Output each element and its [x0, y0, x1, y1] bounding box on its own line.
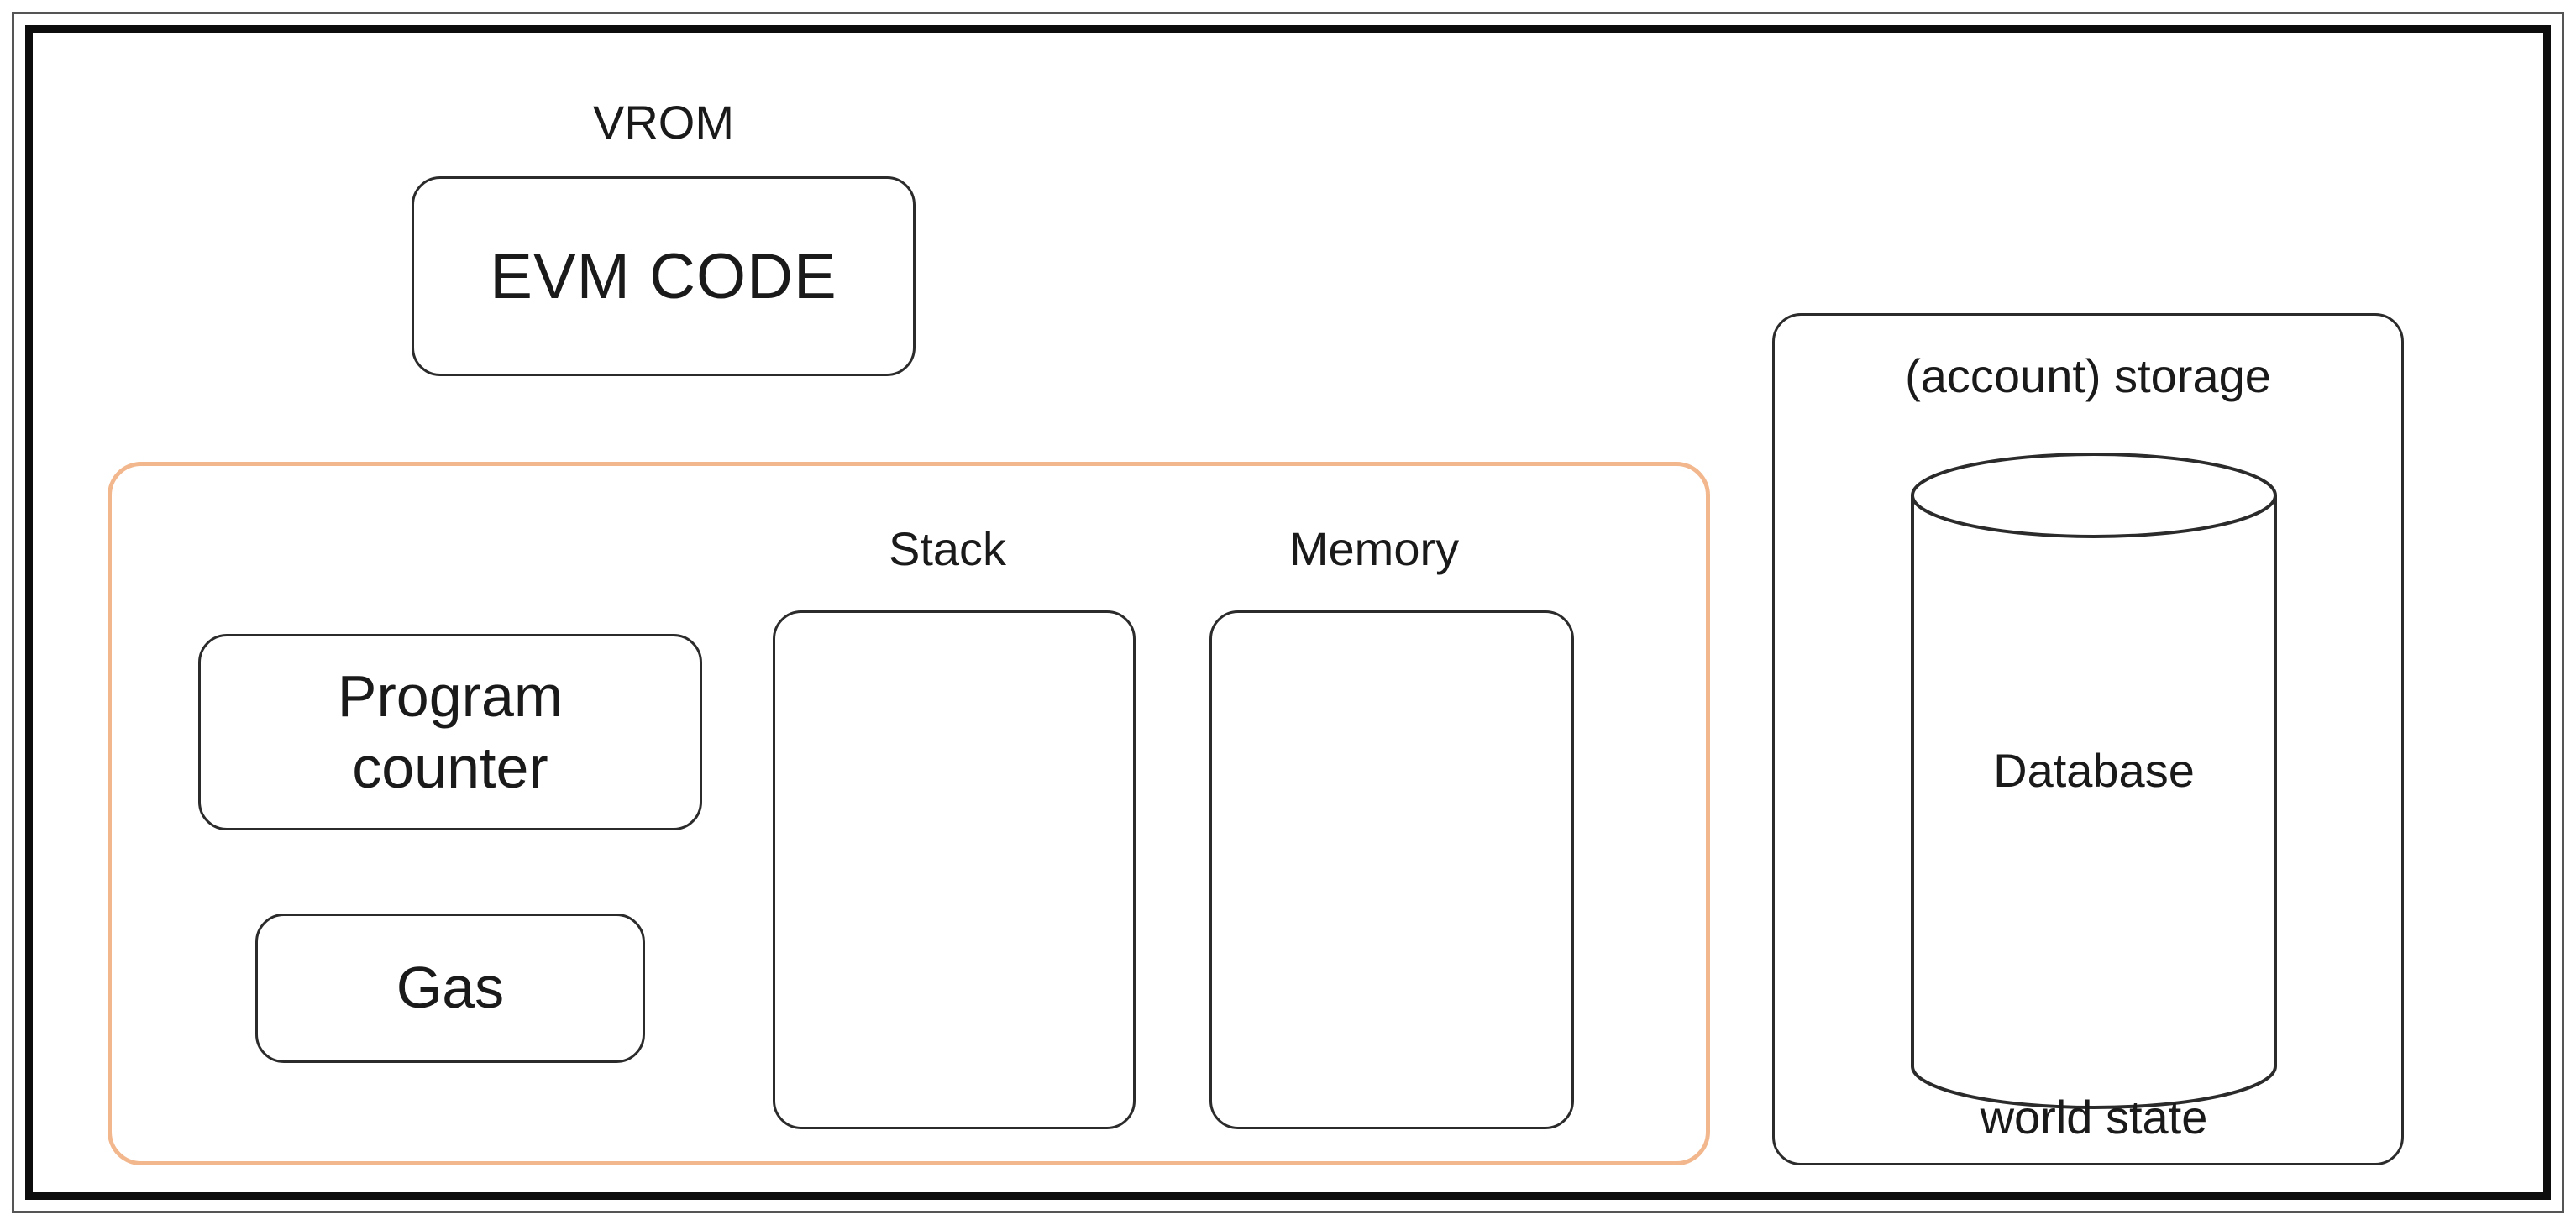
- machine-state-region: [108, 462, 1710, 1165]
- program-counter-line-1: Program: [337, 662, 564, 729]
- world-state-label: world state: [1980, 1091, 2208, 1144]
- stack-label: Stack: [888, 522, 1007, 575]
- evm-code-box: EVM CODE: [412, 176, 916, 376]
- memory-label: Memory: [1288, 522, 1460, 575]
- cylinder-body: [1911, 495, 2277, 1109]
- program-counter-box: Program counter: [198, 634, 702, 830]
- program-counter-label: Program counter: [338, 661, 563, 804]
- cylinder-top: [1911, 453, 2277, 538]
- evm-code-label: EVM CODE: [490, 240, 837, 312]
- gas-label: Gas: [396, 955, 505, 1021]
- memory-box: [1209, 610, 1574, 1129]
- stack-box: [773, 610, 1136, 1129]
- gas-box: Gas: [255, 914, 645, 1063]
- vrom-label: VROM: [593, 96, 734, 149]
- storage-label: (account) storage: [1905, 349, 2271, 402]
- database-label: Database: [1993, 744, 2195, 797]
- program-counter-line-2: counter: [352, 735, 548, 800]
- outer-frame: [12, 12, 2564, 1213]
- inner-frame: [25, 25, 2551, 1200]
